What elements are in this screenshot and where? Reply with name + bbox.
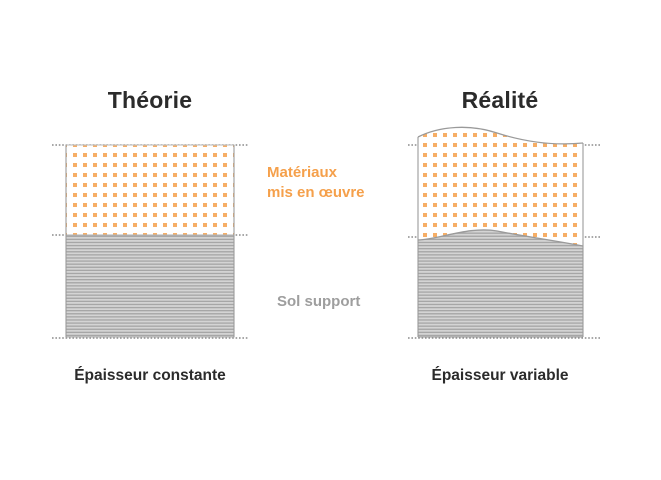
legend-label-sol-support: Sol support bbox=[277, 293, 361, 310]
legend-label-materiaux: Matériaux mis en œuvre bbox=[267, 163, 365, 203]
realite-soil-layer bbox=[418, 229, 583, 337]
theorie-cross-section bbox=[52, 144, 248, 339]
realite-cross-section bbox=[408, 126, 600, 339]
theorie-materials-layer bbox=[66, 145, 234, 235]
realite-interface-curve bbox=[417, 229, 584, 247]
heading-theorie: Théorie bbox=[107, 87, 193, 113]
caption-epaisseur-constante: Épaisseur constante bbox=[74, 367, 226, 384]
caption-epaisseur-variable: Épaisseur variable bbox=[431, 367, 569, 384]
heading-realite: Réalité bbox=[461, 87, 539, 113]
legend-label-materiaux-line2: mis en œuvre bbox=[267, 184, 365, 201]
realite-top-surface-curve bbox=[417, 126, 584, 145]
theorie-soil-layer bbox=[66, 235, 234, 337]
legend-label-materiaux-line1: Matériaux bbox=[267, 164, 338, 181]
realite-materials-layer bbox=[418, 127, 583, 246]
